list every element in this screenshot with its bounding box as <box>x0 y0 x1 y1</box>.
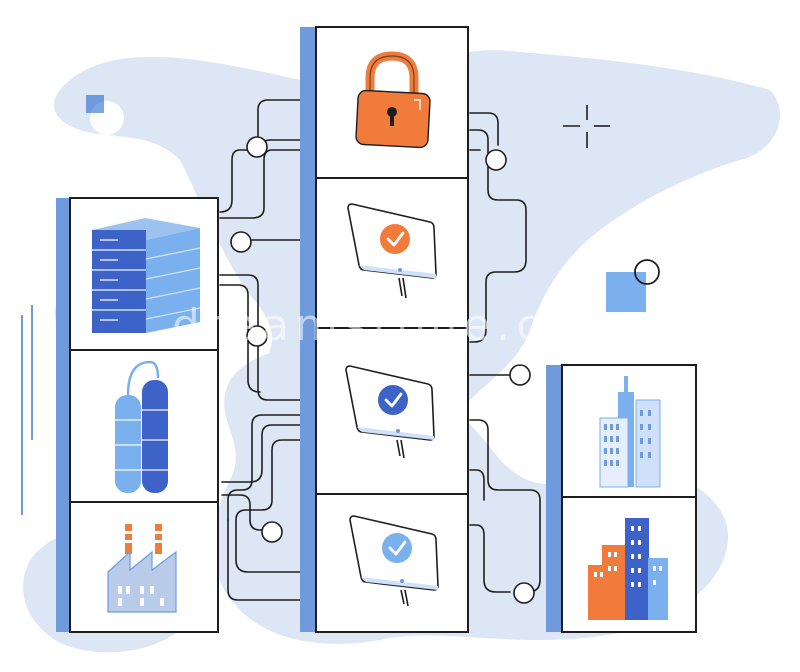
connector-node <box>485 149 507 171</box>
skyscrapers-icon <box>599 376 661 488</box>
connector-nodes <box>230 136 535 604</box>
crosshair-icon <box>563 105 610 148</box>
connector-node <box>246 325 268 347</box>
blue-square-icon <box>86 95 124 135</box>
server-rack-icon <box>92 218 201 333</box>
left-panel-column <box>56 197 219 633</box>
padlock-icon <box>355 51 431 149</box>
center-panel-column <box>300 26 469 633</box>
connector-node <box>261 521 283 543</box>
gas-tanks-icon <box>115 360 168 493</box>
connector-node <box>513 582 535 604</box>
monitor-check-blue-icon <box>345 365 435 459</box>
connector-node <box>230 231 252 253</box>
connector-node <box>246 136 268 158</box>
connector-wires <box>219 99 541 601</box>
factory-icon <box>107 524 177 613</box>
colorful-buildings-icon <box>588 518 668 620</box>
connector-node <box>509 364 531 386</box>
right-panel-column <box>546 364 697 633</box>
monitor-check-orange-icon <box>347 203 437 299</box>
decor-lines <box>21 305 33 515</box>
square-circle-icon <box>606 259 660 312</box>
monitor-check-light-icon <box>349 515 439 607</box>
